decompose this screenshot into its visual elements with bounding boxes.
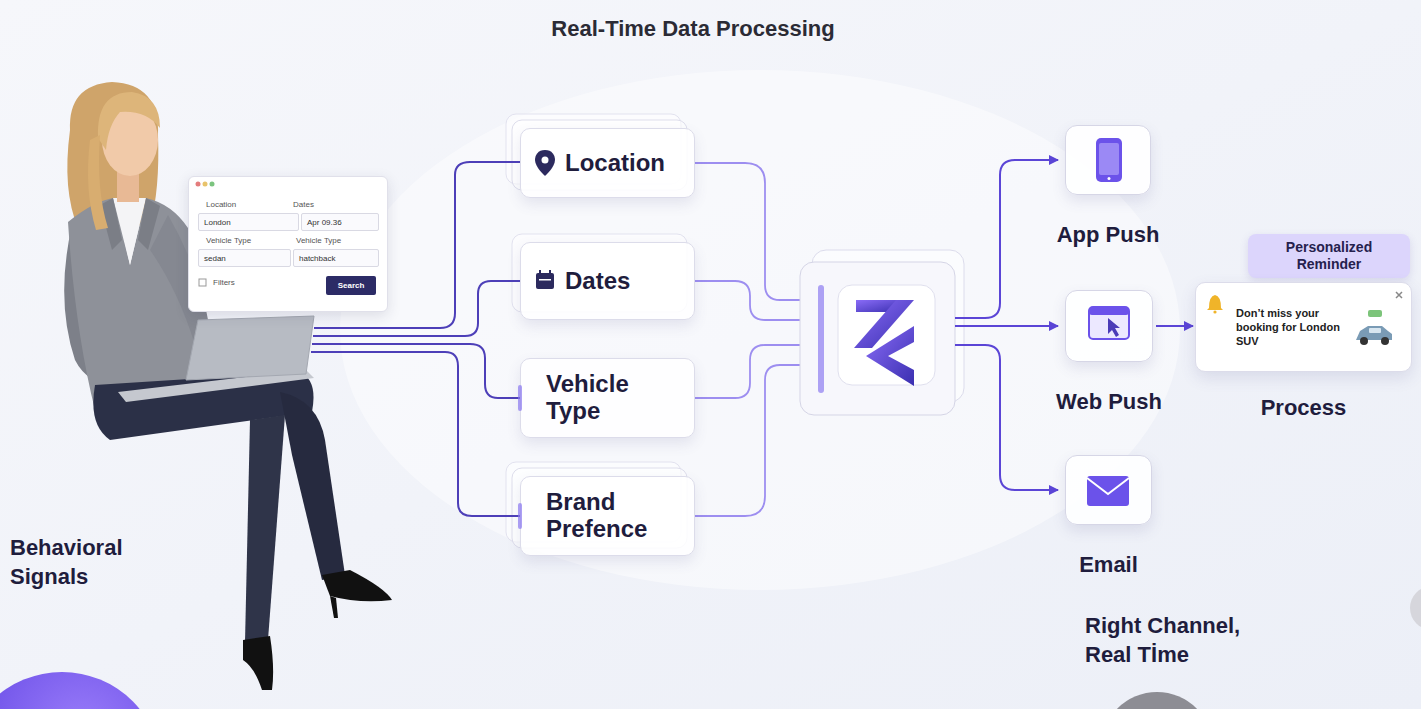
channel-label: Email [1079,552,1138,578]
channel-box: Email [1065,455,1152,525]
card-accent [518,503,522,529]
select-field: sedan [198,249,291,267]
pin-icon-hole [542,157,549,164]
signal-card: Brand Prefence [520,476,695,556]
car-icon-wheel [1381,337,1389,345]
shoe [322,570,392,601]
notification-text: Don’t miss your booking for London SUV [1236,307,1348,348]
hub-wire [695,365,800,516]
envelope-icon [1087,476,1129,506]
envelope-icon-flap [1087,478,1129,494]
card-title: Dates [565,268,630,295]
card-accent [518,385,522,411]
channel-arrow [955,345,1058,490]
diagram-title: Real-Time Data Processing [443,16,943,42]
leg [245,415,285,642]
hub-wire [695,163,800,300]
signal-wire [311,352,520,516]
hair [88,135,108,230]
decor-circle [1410,586,1421,630]
calendar-icon-ring [539,270,541,275]
tag-icon [1368,310,1382,317]
channel-arrow [955,325,1058,327]
car-icon-wheel [1360,337,1368,345]
side-label: Right Channel, Real Tİme [1085,612,1260,669]
cursor-icon [1108,318,1120,337]
hub-box [800,262,955,415]
phone-icon-screen [1099,143,1119,175]
phone-icon [1096,138,1122,182]
side-label: Behavioral Signals [10,534,160,591]
browser-icon-bar [1089,307,1129,315]
tab-label: Personalized Reminder [1268,239,1390,273]
shoe-heel [330,596,338,618]
connectors [1156,326,1193,327]
select-field: hatchback [293,249,379,267]
search-form-window: Location DatesVehicle Type Vehicle TypeFil… [188,176,388,312]
hub-wire [695,281,800,320]
car-icon [1356,326,1392,340]
search-button: Search [326,276,376,295]
field-value: sedan [204,254,226,263]
checkbox [199,279,206,286]
car-icon-window [1369,328,1381,333]
calendar-icon-ring [549,270,551,275]
laptop-screen [186,316,314,380]
card-title: Vehicle Type [546,371,666,425]
decor-circle [1101,692,1213,709]
logo-tile [838,285,935,385]
hub-accent [818,285,824,393]
form-label: Vehicle Type [296,236,341,245]
form-label: Dates [293,200,314,209]
hair [98,92,160,150]
leg [280,392,345,580]
signal-card: Location [520,128,695,198]
window-dot [196,182,201,187]
browser-icon [1089,307,1129,339]
channel-box: Web Push [1065,290,1153,362]
field-value: Apr 09.36 [307,218,342,227]
processing-hub [800,250,964,415]
window-dot [203,182,208,187]
reminder-tab: Personalized Reminder [1248,234,1410,278]
hub-wires [695,163,800,516]
channel-label: App Push [1057,222,1160,248]
phone-icon-button [1108,177,1111,180]
connector-arrow [1156,325,1193,327]
button-label: Search [338,281,365,290]
calendar-icon [536,273,554,289]
bell-icon [1207,295,1223,310]
decor-circle [0,672,162,709]
channel-box: App Push [1065,125,1151,195]
field-value: hatchback [299,254,335,263]
form-label: Vehicle Type [206,236,251,245]
channel-arrow [955,160,1058,318]
calendar-icon-line [539,279,551,281]
form-label: Location [206,200,236,209]
form-label: Filters [213,278,235,287]
close-icon [1396,292,1402,298]
bell-icon-clapper [1213,310,1216,313]
field-value: London [204,218,231,227]
input-field: Apr 09.36 [301,213,379,231]
card-title: Brand Prefence [546,489,666,543]
background-glow [340,70,1180,590]
signal-card: Vehicle Type [520,358,695,438]
hub-wire [695,345,800,398]
channel-label: Web Push [1056,389,1162,415]
shoe [243,636,273,690]
window-dot [210,182,215,187]
woman-illustration [64,82,392,690]
logo-mark [866,326,914,386]
notification-card: Don’t miss your booking for London SUVPr… [1195,282,1412,372]
card-title: Location [565,150,665,177]
channel-arrows [955,160,1058,490]
signal-card: Dates [520,242,695,320]
input-field: London [198,213,299,231]
process-label: Process [1261,395,1347,421]
pin-icon [535,150,555,176]
